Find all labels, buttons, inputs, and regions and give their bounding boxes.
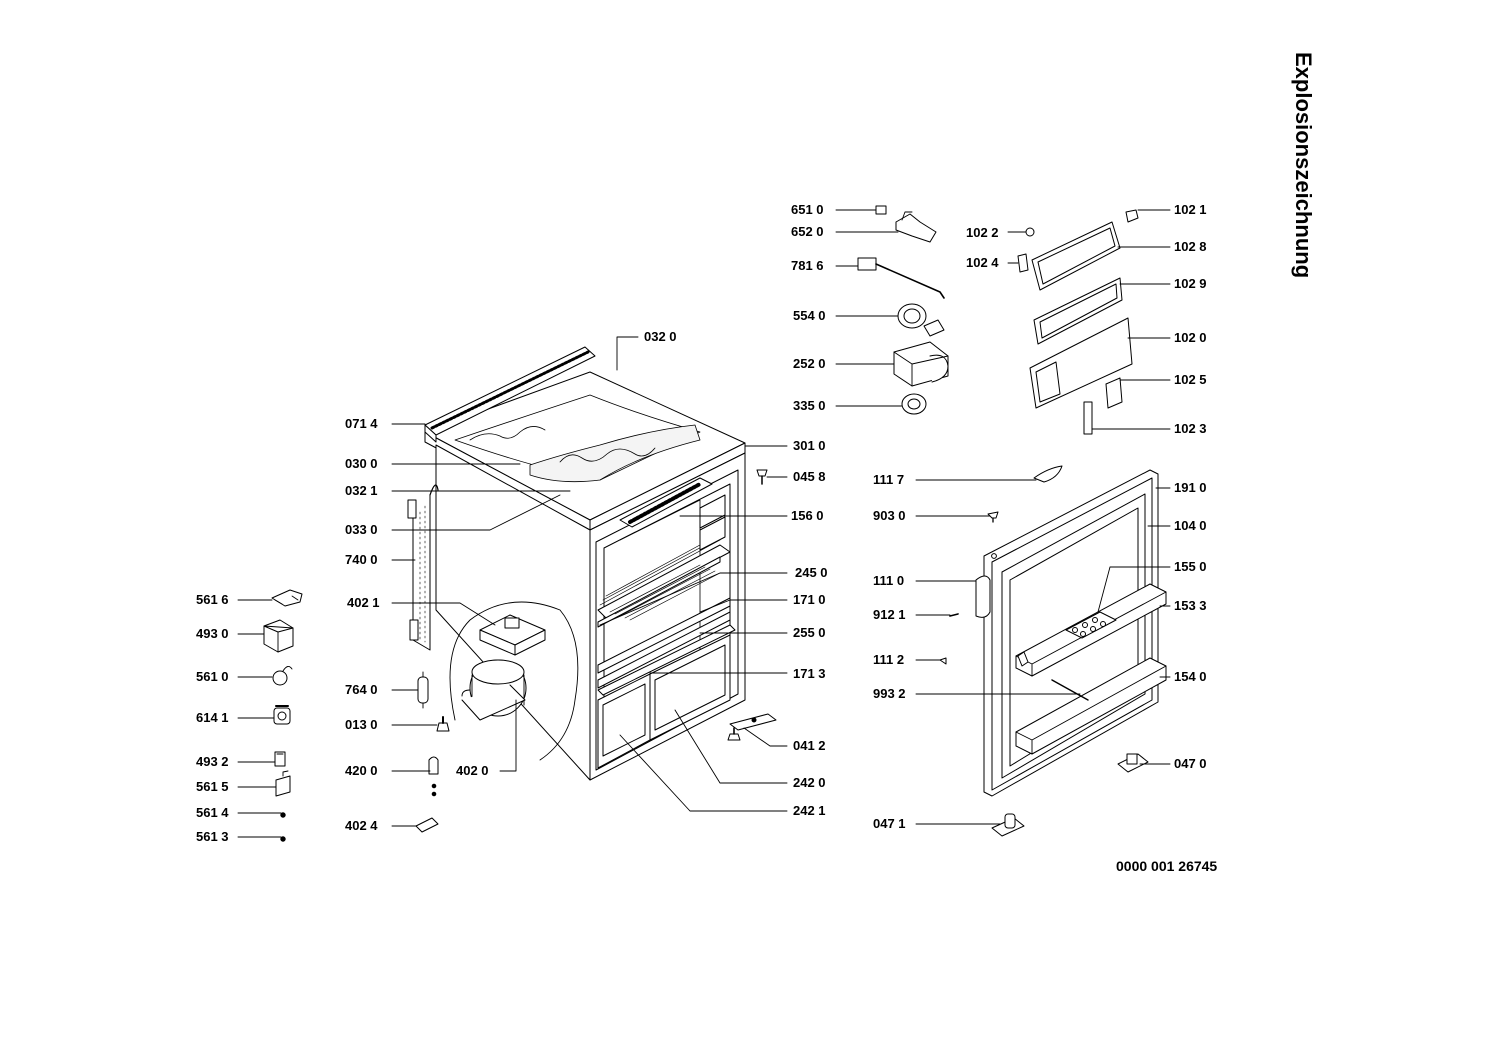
- part-label: 252 0: [793, 356, 826, 371]
- part-label: 402 1: [347, 595, 380, 610]
- door-drawing: [940, 466, 1166, 836]
- part-label: 032 1: [345, 483, 378, 498]
- cabinet-drawing: [408, 347, 745, 780]
- part-label: 154 0: [1174, 669, 1207, 684]
- part-label: 740 0: [345, 552, 378, 567]
- part-label: 030 0: [345, 456, 378, 471]
- part-label: 561 4: [196, 805, 229, 820]
- part-label: 561 6: [196, 592, 229, 607]
- part-label: 781 6: [791, 258, 824, 273]
- part-label: 102 8: [1174, 239, 1207, 254]
- part-label: 651 0: [791, 202, 824, 217]
- part-label: 104 0: [1174, 518, 1207, 533]
- part-label: 102 0: [1174, 330, 1207, 345]
- part-label: 402 4: [345, 818, 378, 833]
- part-label: 032 0: [644, 329, 677, 344]
- part-label: 554 0: [793, 308, 826, 323]
- part-label: 912 1: [873, 607, 906, 622]
- part-label: 153 3: [1174, 598, 1207, 613]
- part-label: 111 0: [873, 573, 905, 588]
- part-label: 102 3: [1174, 421, 1207, 436]
- part-label: 402 0: [456, 763, 489, 778]
- part-label: 047 0: [1174, 756, 1207, 771]
- part-label: 102 9: [1174, 276, 1207, 291]
- part-label: 493 2: [196, 754, 229, 769]
- part-label: 102 4: [966, 255, 999, 270]
- part-label: 111 2: [873, 652, 905, 667]
- part-label: 047 1: [873, 816, 906, 831]
- part-label: 993 2: [873, 686, 906, 701]
- leader-lines: [238, 210, 1170, 837]
- part-label: 013 0: [345, 717, 378, 732]
- part-label: 493 0: [196, 626, 229, 641]
- part-label: 155 0: [1174, 559, 1207, 574]
- document-number: 0000 001 26745: [1116, 858, 1218, 874]
- part-label: 561 0: [196, 669, 229, 684]
- part-label: 045 8: [793, 469, 826, 484]
- freezer-door-parts-drawing: [1018, 210, 1138, 434]
- part-label: 335 0: [793, 398, 826, 413]
- part-label: 071 4: [345, 416, 378, 431]
- part-label: 102 1: [1174, 202, 1207, 217]
- shelves: [598, 533, 730, 688]
- part-label: 420 0: [345, 763, 378, 778]
- part-label: 102 2: [966, 225, 999, 240]
- part-label: 242 1: [793, 803, 826, 818]
- part-label: 102 5: [1174, 372, 1207, 387]
- part-label: 171 0: [793, 592, 826, 607]
- part-label: 242 0: [793, 775, 826, 790]
- part-label: 245 0: [795, 565, 828, 580]
- part-label: 033 0: [345, 522, 378, 537]
- part-label: 171 3: [793, 666, 826, 681]
- part-label: 191 0: [1174, 480, 1207, 495]
- part-label: 561 5: [196, 779, 229, 794]
- part-label: 111 7: [873, 472, 905, 487]
- part-label: 255 0: [793, 625, 826, 640]
- part-label: 156 0: [791, 508, 824, 523]
- electrical-parts-drawing: [264, 470, 776, 841]
- part-label: 561 3: [196, 829, 229, 844]
- part-label: 041 2: [793, 738, 826, 753]
- part-label: 614 1: [196, 710, 229, 725]
- part-label: 301 0: [793, 438, 826, 453]
- part-label: 903 0: [873, 508, 906, 523]
- part-label: 764 0: [345, 682, 378, 697]
- drawing-title: Explosionszeichnung: [1291, 52, 1316, 279]
- part-label: 652 0: [791, 224, 824, 239]
- thermostat-parts-drawing: [858, 206, 948, 414]
